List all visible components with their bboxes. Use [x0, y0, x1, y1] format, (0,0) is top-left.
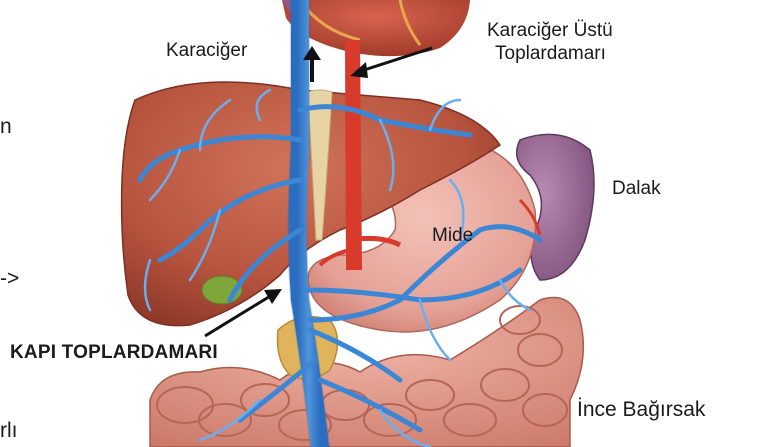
- cut-off-arrow-text: ->: [0, 266, 19, 291]
- heart-graphic: [282, 0, 470, 56]
- hepatic-vein-label: Karaciğer Üstü Toplardamarı: [487, 20, 613, 66]
- stomach-label: Mide: [432, 225, 473, 248]
- small-intestine-label: İnce Bağırsak: [577, 397, 705, 422]
- hepatic-vein-label-line2: Toplardamarı: [495, 43, 613, 66]
- liver-label: Karaciğer: [166, 40, 247, 63]
- spleen-label: Dalak: [612, 178, 661, 201]
- portal-vein-label: KAPI TOPLARDAMARI: [10, 342, 218, 365]
- cut-off-text-1: n: [0, 114, 12, 139]
- hepatic-vein-label-line1: Karaciğer Üstü: [487, 20, 613, 43]
- cut-off-text-2: rlı: [0, 418, 18, 443]
